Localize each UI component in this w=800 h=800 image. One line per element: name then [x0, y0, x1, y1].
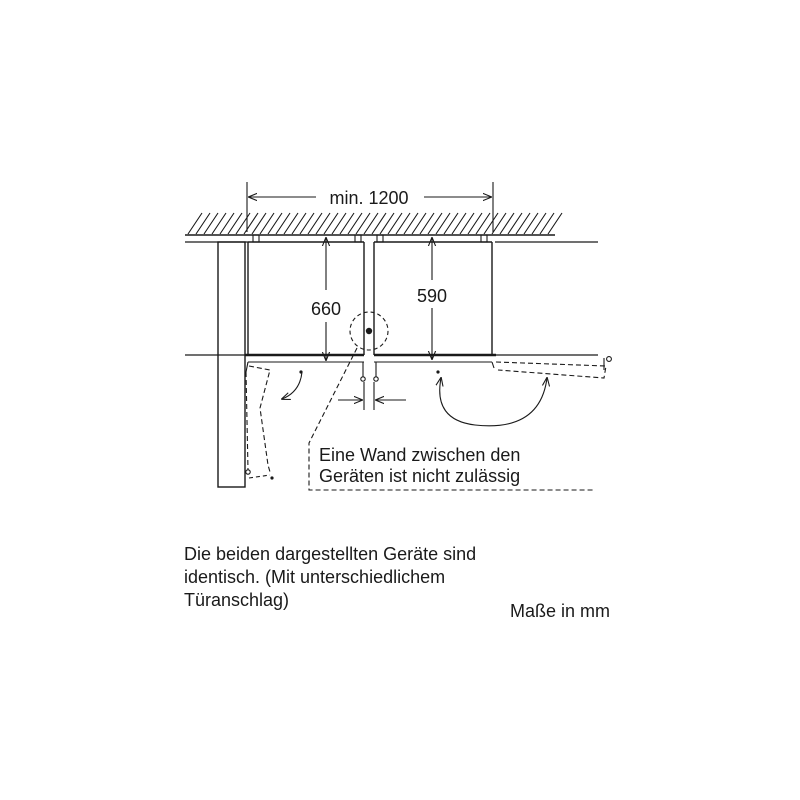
caption-line2: identisch. (Mit unterschiedlichem [184, 567, 445, 587]
depth-dimension-right: 590 [417, 238, 447, 359]
wall-hatching [187, 212, 563, 235]
width-dimension: min. 1200 [246, 182, 494, 232]
callout-frame [308, 347, 593, 491]
callout-text-line1: Eine Wand zwischen den [319, 445, 520, 465]
spacer-right-outer [480, 234, 488, 243]
door-handle-left [360, 362, 366, 382]
side-cabinet [217, 241, 246, 488]
caption-line3: Türanschlag) [184, 590, 289, 610]
detail-circle [349, 311, 389, 351]
door-swing-left [245, 365, 303, 480]
units-note: Maße in mm [510, 601, 610, 621]
door-handle-right [373, 362, 379, 382]
depth-dimension-left-label: 660 [311, 299, 341, 319]
appliance-left [247, 234, 365, 355]
caption-line1: Die beiden dargestellten Geräte sind [184, 544, 476, 564]
wall [185, 212, 563, 236]
callout-text-line2: Geräten ist nicht zulässig [319, 466, 520, 486]
width-dimension-label: min. 1200 [329, 188, 408, 208]
spacer-right-inner [376, 234, 384, 243]
depth-dimension-right-label: 590 [417, 286, 447, 306]
spacer-left-inner [354, 234, 362, 243]
depth-dimension-left: 660 [311, 238, 341, 360]
spacer-left-outer [252, 234, 260, 243]
door-swing-right [440, 356, 612, 427]
